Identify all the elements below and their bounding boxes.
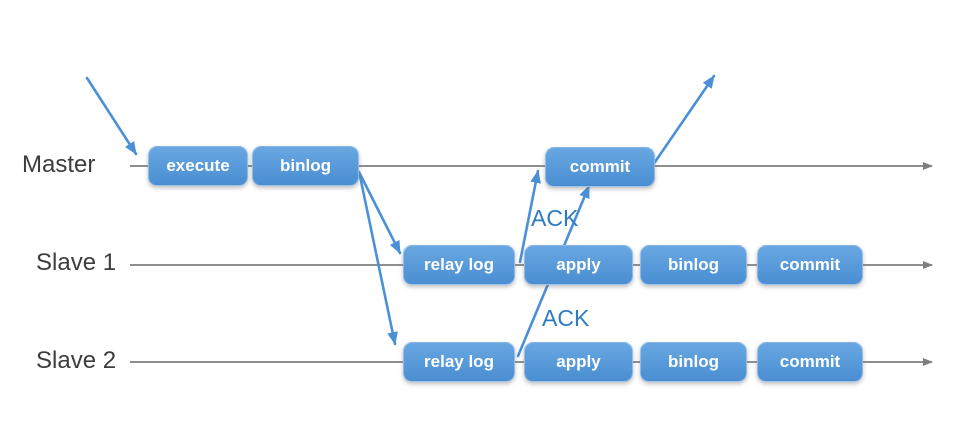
slave1-binlog-box: binlog [640,245,747,285]
slave2-relaylog-box: relay log [403,342,515,382]
slave1-apply-box: apply [524,245,633,285]
slave2-binlog-box: binlog [640,342,747,382]
slave1-commit-box: commit [757,245,863,285]
master-binlog-box: binlog [252,146,359,186]
slave1-ack-label: ACK [531,205,579,231]
binlog-to-slave2-relaylog-arrow [358,174,398,346]
slave2-commit-box: commit [757,342,863,382]
master-execute-box: execute [148,146,248,186]
client-request-arrow [85,76,138,156]
slave1-label: Slave 1 [36,249,117,276]
slave2-ack-label: ACK [542,305,590,331]
commit-response-arrow [653,74,716,164]
slave2-label: Slave 2 [36,347,117,374]
slave1-ack-arrow [518,169,542,264]
binlog-to-slave1-relaylog-arrow [357,170,402,255]
slave2-apply-box: apply [524,342,633,382]
slave1-relaylog-box: relay log [403,245,515,285]
master-label: Master [22,151,96,178]
master-commit-box: commit [545,147,655,187]
